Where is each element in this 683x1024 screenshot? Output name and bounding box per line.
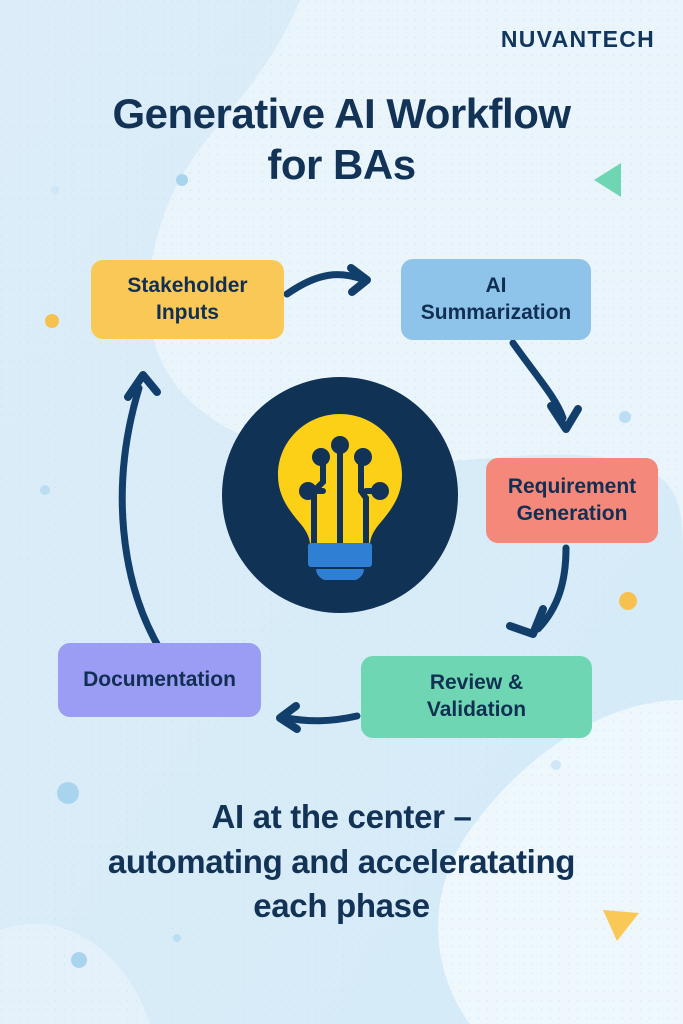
node-label-line2: Summarization [420,300,572,324]
teal-triangle-icon [594,163,621,197]
arrow-stakeholder-to-summarization [283,271,366,298]
node-label-line1: Documentation [83,667,236,691]
node-label-line2: Inputs [156,300,219,324]
yellow-triangle-icon [603,910,639,941]
arrow-documentation-to-stakeholder [118,384,161,648]
page-title-line1: Generative AI Workflow [112,90,571,137]
node-label-line1: Review & [429,671,524,695]
workflow-node-review-validation[interactable]: Review & Validation [361,656,592,738]
decor-dot [619,411,631,423]
decor-dot [40,485,50,495]
footer-caption-line1: AI at the center – [211,798,472,835]
node-label-line2: Generation [516,501,628,525]
arrow-summarization-to-requirement [509,339,567,422]
node-label-line1: Stakeholder [127,273,248,297]
brand-logo-text: NUVANTECH [500,26,655,52]
decor-dot [71,952,87,968]
page-title-line2: for BAs [267,141,416,189]
node-label-line1: Requirement [507,474,637,498]
decor-dot [57,782,79,804]
workflow-node-documentation[interactable]: Documentation [58,643,261,717]
decor-dot [176,174,188,186]
workflow-node-ai-summarization[interactable]: AI Summarization [401,259,591,340]
footer-caption: AI at the center – automating and accele… [0,795,683,929]
decor-dot [619,592,637,610]
workflow-node-stakeholder-inputs[interactable]: Stakeholder Inputs [91,260,284,339]
workflow-node-requirement-generation[interactable]: Requirement Generation [486,458,658,543]
arrow-requirement-to-review [534,544,570,633]
decor-dot [173,934,181,942]
footer-caption-line2: automating and acceleratating [107,842,576,880]
page-title: Generative AI Workflow for BAs [0,88,683,190]
lightbulb-circuit-icon [266,412,414,584]
node-label-line1: AI [485,273,507,297]
footer-caption-line3: each phase [253,887,430,925]
decor-dot [551,760,561,770]
node-label-line2: Validation [426,698,527,721]
decor-dot [51,186,59,194]
decor-dot [45,314,59,328]
arrow-review-to-documentation [282,712,361,725]
